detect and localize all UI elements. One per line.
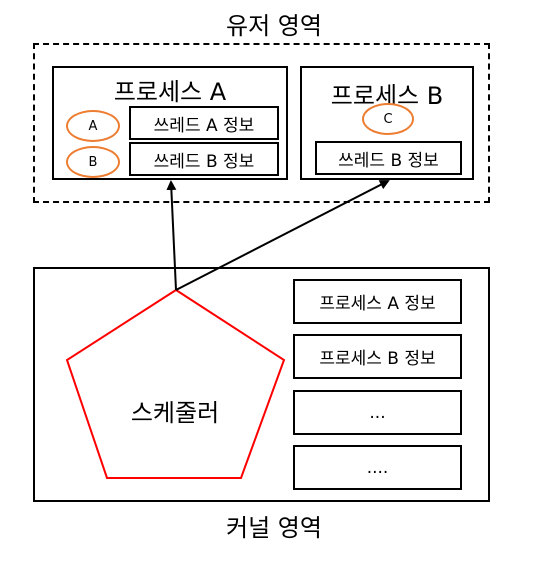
process-a-title: 프로세스 A — [113, 78, 227, 106]
arrow-to-process-a — [166, 180, 177, 291]
kernel-entry-process-a: 프로세스 A 정보 — [293, 279, 462, 324]
thread-badge-c: C — [362, 103, 414, 135]
thread-b-info: 쓰레드 B 정보 — [129, 142, 279, 176]
scheduler-label: 스케줄러 — [130, 399, 220, 427]
thread-badge-a: A — [66, 110, 120, 142]
kernel-entry-ellipsis-1: ... — [293, 390, 462, 435]
kernel-area-title: 커널 영역 — [226, 514, 322, 542]
arrow-to-process-b — [175, 180, 390, 291]
user-area — [33, 43, 490, 203]
thread-badge-b: B — [66, 146, 120, 178]
kernel-entry-ellipsis-2: .... — [293, 445, 462, 490]
scheduler-pentagon — [65, 288, 286, 479]
user-area-title: 유저 영역 — [226, 12, 322, 40]
kernel-entry-process-b: 프로세스 B 정보 — [293, 334, 462, 379]
thread-a-info: 쓰레드 A 정보 — [129, 106, 279, 140]
process-b-thread-info: 쓰레드 B 정보 — [315, 141, 462, 175]
